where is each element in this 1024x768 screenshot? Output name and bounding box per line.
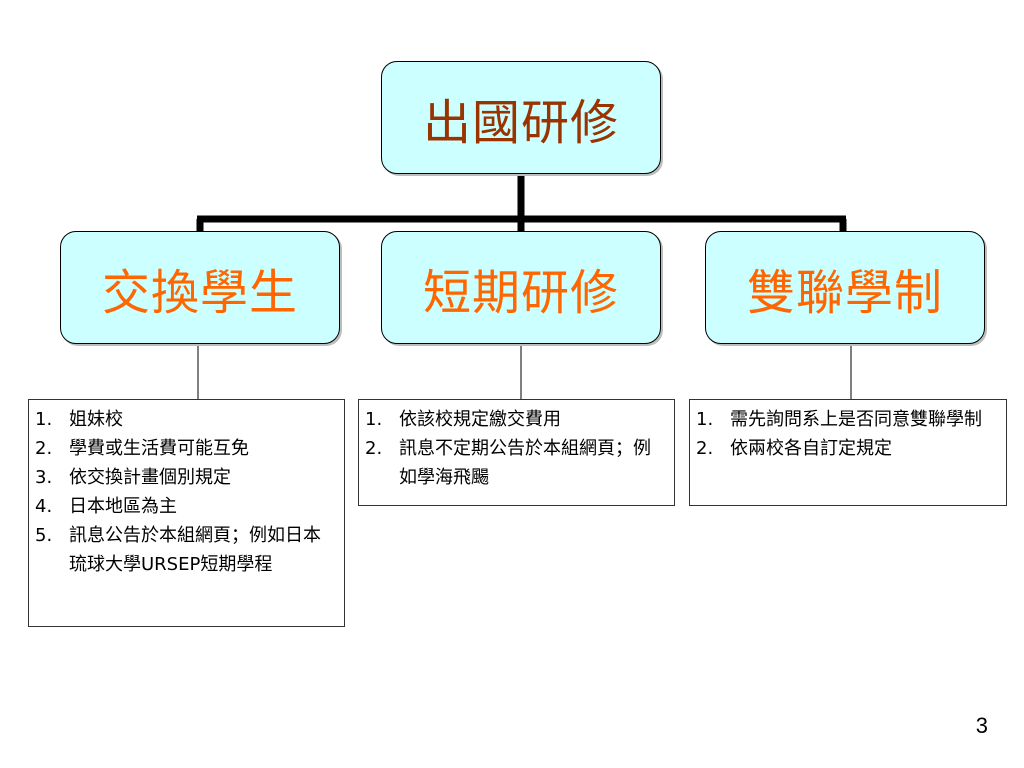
note-item: 3. 依交換計畫個別規定	[35, 463, 338, 492]
note-item-number: 3.	[35, 467, 53, 488]
note-box-exchange-student: 1. 姐妹校 2. 學費或生活費可能互免 3. 依交換計畫個別規定 4. 日本地…	[28, 399, 345, 627]
note-item: 4. 日本地區為主	[35, 492, 338, 521]
child-node-label: 雙聯學制	[746, 264, 943, 321]
note-list: 1. 依該校規定繳交費用 2. 訊息不定期公告於本組網頁；例如學海飛颺	[365, 405, 668, 492]
note-box-short-term-study: 1. 依該校規定繳交費用 2. 訊息不定期公告於本組網頁；例如學海飛颺	[358, 399, 675, 506]
note-item-number: 1.	[35, 409, 53, 430]
note-item-text: 需先詢問系上是否同意雙聯學制	[730, 409, 982, 430]
page-number: 3	[975, 713, 988, 738]
note-item: 2. 依兩校各自訂定規定	[696, 434, 1000, 463]
note-item: 1. 姐妹校	[35, 405, 338, 434]
note-item-text: 依兩校各自訂定規定	[730, 438, 892, 459]
note-item-text: 學費或生活費可能互免	[69, 438, 249, 459]
note-list: 1. 姐妹校 2. 學費或生活費可能互免 3. 依交換計畫個別規定 4. 日本地…	[35, 405, 338, 579]
note-item-text: 日本地區為主	[69, 496, 177, 517]
note-item: 5. 訊息公告於本組網頁；例如日本琉球大學URSEP短期學程	[35, 521, 338, 579]
note-item-text: 依該校規定繳交費用	[399, 409, 561, 430]
note-item-number: 5.	[35, 525, 53, 546]
note-item-text: 姐妹校	[69, 409, 123, 430]
note-item-text: 依交換計畫個別規定	[69, 467, 231, 488]
note-item-number: 2.	[35, 438, 53, 459]
root-node: 出國研修	[381, 61, 661, 174]
note-item-number: 1.	[365, 409, 383, 430]
note-item-number: 2.	[365, 438, 383, 459]
note-item-text: 訊息公告於本組網頁；例如日本琉球大學URSEP短期學程	[69, 525, 321, 575]
note-item: 1. 依該校規定繳交費用	[365, 405, 668, 434]
child-node-label: 交換學生	[101, 264, 298, 321]
note-item: 1. 需先詢問系上是否同意雙聯學制	[696, 405, 1000, 434]
child-node-dual-degree: 雙聯學制	[705, 231, 985, 344]
child-node-exchange-student: 交換學生	[60, 231, 340, 344]
note-item-text: 訊息不定期公告於本組網頁；例如學海飛颺	[399, 438, 651, 488]
note-item-number: 4.	[35, 496, 53, 517]
note-item-number: 1.	[696, 409, 714, 430]
child-node-short-term-study: 短期研修	[381, 231, 661, 344]
note-box-dual-degree: 1. 需先詢問系上是否同意雙聯學制 2. 依兩校各自訂定規定	[689, 399, 1007, 506]
note-item: 2. 訊息不定期公告於本組網頁；例如學海飛颺	[365, 434, 668, 492]
child-node-label: 短期研修	[422, 264, 619, 321]
root-node-label: 出國研修	[422, 94, 619, 151]
note-list: 1. 需先詢問系上是否同意雙聯學制 2. 依兩校各自訂定規定	[696, 405, 1000, 463]
note-item-number: 2.	[696, 438, 714, 459]
note-item: 2. 學費或生活費可能互免	[35, 434, 338, 463]
